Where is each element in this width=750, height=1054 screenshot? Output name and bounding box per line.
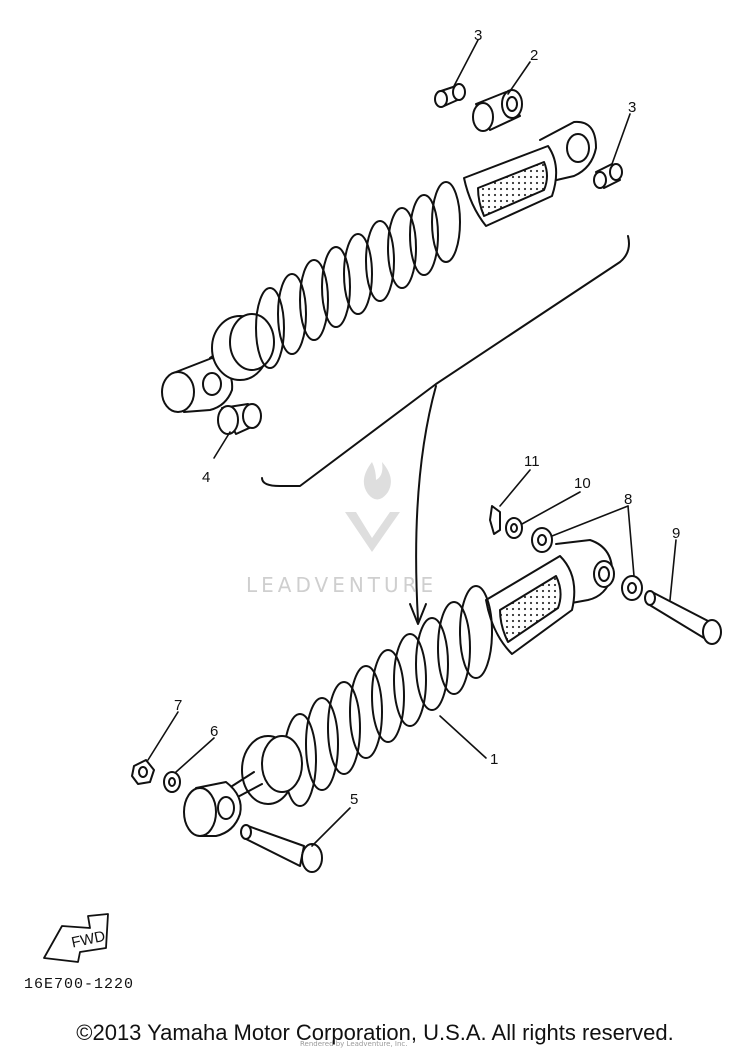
callout-3-left: 3 — [474, 27, 482, 44]
bolt-part-9 — [644, 590, 722, 645]
washer-part-6 — [163, 771, 181, 793]
fwd-arrow-icon — [43, 913, 109, 963]
cotter-pin-part-11 — [489, 505, 501, 535]
callout-10: 10 — [574, 475, 591, 492]
washer-part-8-left — [531, 527, 553, 553]
watermark-text: LEADVENTURE — [246, 573, 437, 597]
assembly-arrow — [409, 385, 437, 625]
watermark-small-text: Rendered by Leadventure, Inc. — [300, 1040, 408, 1048]
bushing-part-3-left — [434, 83, 466, 108]
bushing-part-3-right — [593, 163, 623, 189]
callout-3-right: 3 — [628, 99, 636, 116]
callout-11: 11 — [524, 453, 540, 470]
callout-1: 1 — [490, 751, 498, 768]
bushing-part-4 — [217, 403, 262, 435]
callout-9: 9 — [672, 525, 680, 542]
callout-8: 8 — [624, 491, 632, 508]
shock-absorber-part-1 — [183, 539, 615, 837]
callout-6: 6 — [210, 723, 218, 740]
washer-part-10 — [505, 517, 523, 539]
part-number: 16E700-1220 — [24, 976, 134, 993]
callout-2: 2 — [530, 47, 538, 64]
shock-absorber-top-view — [161, 120, 630, 487]
nut-part-7 — [131, 759, 155, 785]
watermark-logo — [345, 462, 400, 552]
callout-4: 4 — [202, 469, 210, 486]
callout-7: 7 — [174, 697, 182, 714]
fwd-label: FWD — [70, 928, 107, 952]
bushing-part-2 — [472, 89, 523, 132]
bolt-part-5 — [240, 824, 323, 873]
copyright-notice: ©2013 Yamaha Motor Corporation, U.S.A. A… — [76, 1020, 674, 1045]
leader-lines-top — [213, 39, 631, 459]
washer-part-8-right — [621, 575, 643, 601]
callout-5: 5 — [350, 791, 358, 808]
leader-lines-lower — [147, 469, 677, 847]
